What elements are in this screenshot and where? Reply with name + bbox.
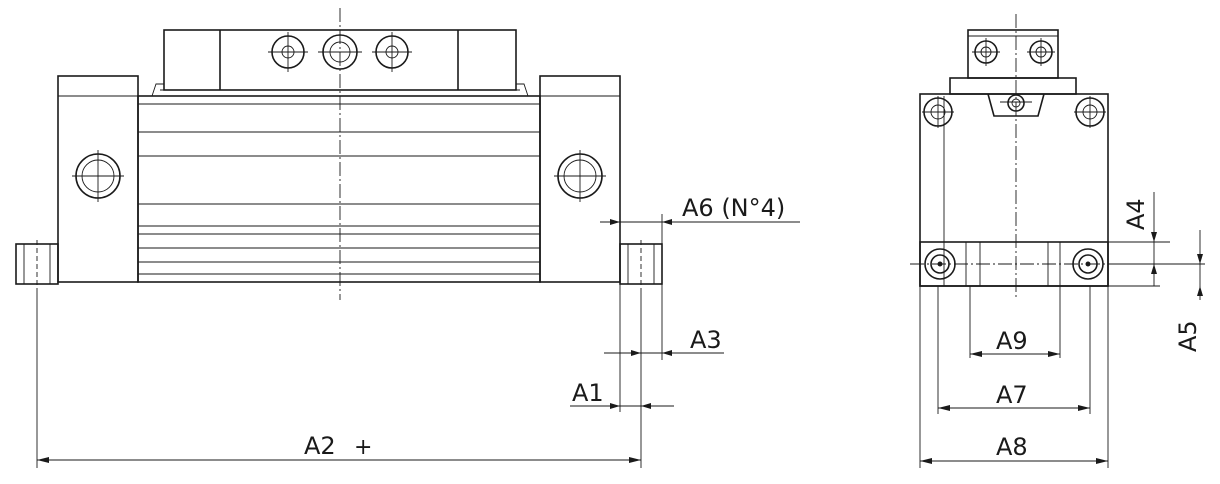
dimension-a3: A3 [604,326,724,356]
label-a6: A6 (N°4) [682,194,785,222]
body-bolt-icon-top-right [1074,96,1106,128]
cylinder-body [57,75,621,283]
label-a1: A1 [572,379,604,407]
side-body [919,93,1109,287]
label-a3: A3 [690,326,722,354]
label-a9: A9 [996,327,1028,355]
body-bolt-icon-top-left [922,96,954,128]
dimension-a2: A2 + [37,432,641,463]
label-a7: A7 [996,381,1028,409]
dimension-a7: A7 [938,381,1090,411]
dimension-a1: A1 [570,379,674,409]
label-a5: A5 [1174,320,1202,352]
end-pin-right [619,240,663,290]
end-pin-left [15,240,59,290]
valve-screw-icon-left [972,38,1000,66]
front-view: A6 (N°4) A3 A1 A2 + [15,8,800,468]
port-icon-right [372,32,412,72]
dimension-a8: A8 [920,433,1108,464]
dimension-a5: A5 [1174,230,1203,352]
valve-screw-icon-right [1027,38,1055,66]
label-a8: A8 [996,433,1028,461]
dimension-a4: A4 [1122,192,1157,286]
side-valve [949,29,1077,117]
dimension-a9: A9 [970,327,1060,357]
label-a4: A4 [1122,198,1150,230]
side-port-icon-right [554,150,606,202]
foot-bar [919,241,1109,287]
side-view: A9 A7 A8 A4 A5 [910,14,1205,468]
side-port-icon-left [72,150,124,202]
dimension-a6: A6 (N°4) [600,194,800,225]
label-a2-mark: + [354,435,372,460]
port-icon-left [268,32,308,72]
label-a2: A2 [304,432,336,460]
